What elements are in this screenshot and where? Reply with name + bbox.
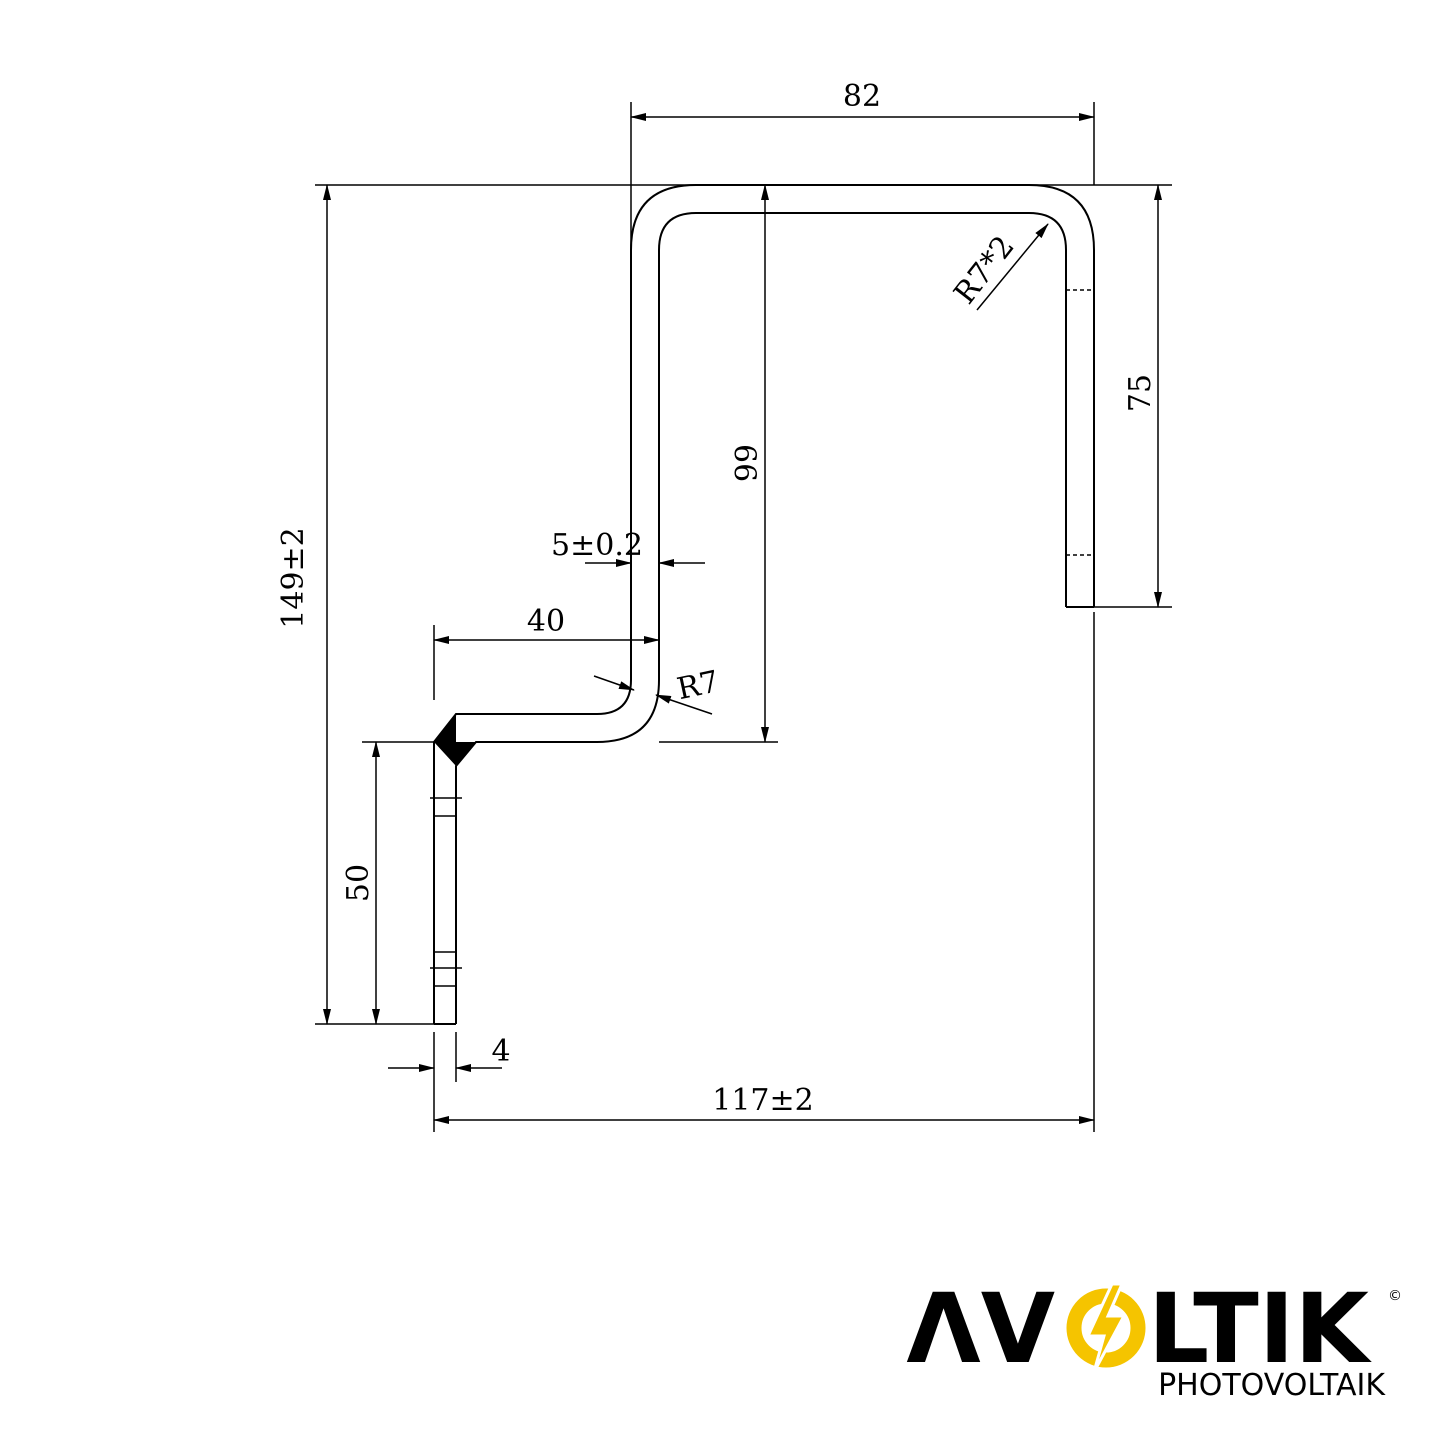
dim-text-40: 40 — [527, 604, 565, 639]
logo-subtitle: PHOTOVOLTAIK — [1158, 1368, 1386, 1403]
dim-text-99: 99 — [730, 444, 765, 482]
logo-text-left: ΛV — [906, 1273, 1055, 1385]
dimension-lines — [323, 113, 1162, 1124]
logo-copyright: © — [1388, 1288, 1402, 1304]
extension-lines — [315, 102, 1172, 1132]
lightning-o-icon — [1066, 1282, 1146, 1373]
dim-text-149: 149±2 — [276, 527, 311, 628]
logo-text-right: LTIK — [1148, 1273, 1372, 1385]
brand-logo: ΛV LTIK © PHOTOVOLTAIK — [906, 1273, 1402, 1403]
dim-text-5: 5±0.2 — [551, 528, 643, 563]
bracket-profile — [433, 184, 1095, 1025]
dim-text-4: 4 — [491, 1034, 510, 1069]
dim-text-82: 82 — [843, 79, 881, 114]
dim-text-117: 117±2 — [712, 1083, 813, 1118]
dim-text-50: 50 — [341, 864, 376, 902]
hole-marks — [430, 289, 1094, 987]
bend-shading — [434, 714, 476, 766]
dim-text-r7: R7 — [674, 664, 722, 707]
dim-text-75: 75 — [1123, 374, 1158, 412]
